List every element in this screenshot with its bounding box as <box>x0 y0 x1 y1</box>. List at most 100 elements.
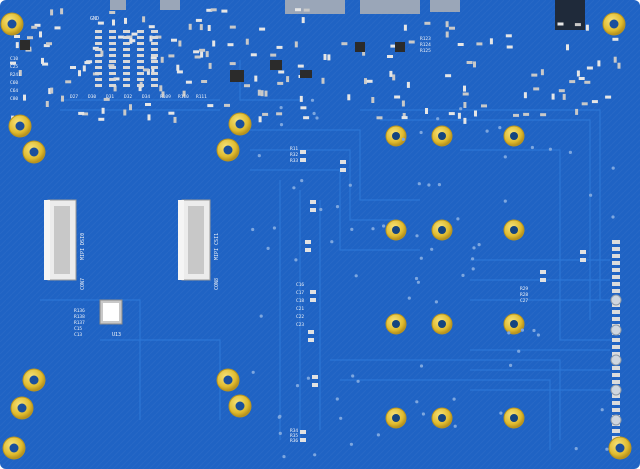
smd-part <box>95 36 102 39</box>
refdes-topleft: C60 <box>10 80 18 86</box>
smd-part <box>50 9 54 16</box>
refdes-toprow: D34 <box>142 94 150 100</box>
smd-part <box>566 44 569 51</box>
smd-part <box>200 51 204 58</box>
smd-part <box>227 43 234 47</box>
smd-part <box>42 62 49 66</box>
via <box>330 240 334 244</box>
smd-part <box>406 81 410 88</box>
gold-via <box>385 407 407 429</box>
via <box>335 397 339 401</box>
smd-part <box>260 90 264 97</box>
smd-part <box>199 24 203 31</box>
smd-part <box>123 109 127 116</box>
silkscreen-labels: MIPI DSI0 MIPI CSI1 CON7 CON8 GND U13 <box>80 16 220 338</box>
smd-component-field <box>10 8 621 442</box>
refdes-topleft: C80 <box>10 96 18 102</box>
smd-part <box>403 24 407 31</box>
header-pad <box>612 282 620 286</box>
smd-part <box>308 330 314 334</box>
smd-part <box>277 81 284 85</box>
refdes-toprow: D31 <box>106 94 114 100</box>
smd-part <box>390 44 397 48</box>
refdes-right: R28 <box>520 292 528 298</box>
smd-part <box>303 116 310 120</box>
mounting-hole <box>0 12 24 36</box>
header-hole <box>610 294 622 306</box>
smd-part <box>254 75 258 82</box>
smd-part <box>97 21 104 25</box>
smd-part <box>171 38 177 42</box>
via <box>471 267 475 271</box>
smd-part <box>323 54 327 60</box>
smd-part <box>131 32 138 36</box>
via <box>437 183 441 187</box>
via <box>520 328 525 332</box>
refdes-topleft: C25 <box>10 64 18 70</box>
smd-part <box>425 108 428 114</box>
smd-part <box>137 48 144 51</box>
smd-part <box>605 95 612 99</box>
smd-part <box>193 50 200 54</box>
smd-part <box>362 49 366 56</box>
mounting-hole <box>10 396 34 420</box>
mounting-holes <box>0 12 632 460</box>
smd-part <box>445 31 449 38</box>
smd-part <box>301 17 305 24</box>
via <box>312 111 316 116</box>
smd-part <box>585 24 589 31</box>
smd-part <box>303 8 310 12</box>
label-mipi-dsi: MIPI DSI0 <box>80 233 86 260</box>
smd-part <box>123 72 130 75</box>
via <box>259 314 263 318</box>
gold-via <box>503 125 525 147</box>
refdes-cap: C22 <box>296 314 304 320</box>
via <box>452 397 456 401</box>
smd-part <box>340 168 346 172</box>
refdes-cap: C23 <box>296 322 304 328</box>
smd-part <box>506 45 513 49</box>
smd-part <box>264 90 268 97</box>
smd-part <box>310 200 316 204</box>
via <box>313 453 317 457</box>
smd-part <box>394 95 401 99</box>
smd-part <box>95 60 102 63</box>
mounting-hole <box>22 140 46 164</box>
smd-part <box>124 17 127 24</box>
smd-part <box>46 42 52 46</box>
smd-part <box>201 80 208 83</box>
via <box>401 137 405 141</box>
refdes-left: C15 <box>74 326 82 332</box>
smd-part <box>229 25 236 29</box>
smd-part <box>41 57 44 64</box>
smd-part <box>146 68 150 75</box>
smd-part <box>597 60 601 67</box>
u13-chip <box>99 299 123 325</box>
smd-part <box>208 62 212 69</box>
smd-part <box>258 116 262 123</box>
header-hole <box>610 324 622 336</box>
label-con7: CON7 <box>80 278 86 290</box>
via <box>419 130 423 135</box>
smd-part <box>43 44 50 48</box>
via <box>335 205 340 209</box>
via <box>499 411 503 415</box>
mounting-hole <box>216 368 240 392</box>
via <box>471 257 475 261</box>
via <box>459 107 463 111</box>
smd-part <box>100 50 104 57</box>
smd-part <box>586 66 593 70</box>
refdes-mid: R33 <box>290 158 298 164</box>
via <box>266 246 270 250</box>
smd-part <box>257 89 261 96</box>
header-pad <box>612 429 620 433</box>
smd-part <box>569 80 576 84</box>
smd-part <box>31 25 38 29</box>
header-pad <box>612 352 620 356</box>
smd-part <box>151 78 158 81</box>
smd-part <box>445 21 449 28</box>
ic-chip <box>270 60 282 70</box>
via <box>349 442 353 446</box>
via <box>339 416 343 420</box>
